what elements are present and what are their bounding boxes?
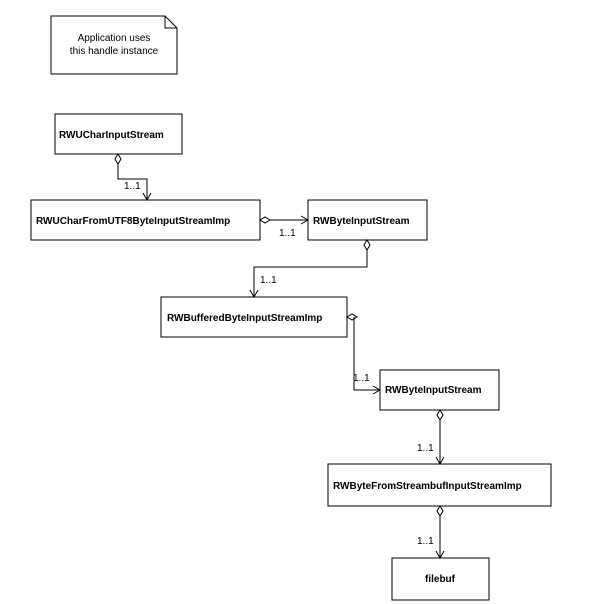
- multiplicity-4: 1..1: [353, 373, 370, 384]
- note-line-2: this handle instance: [70, 46, 159, 57]
- arrowhead-2: [300, 215, 310, 225]
- aggregation-edge-1: 1..1: [114, 153, 152, 202]
- aggregation-diamond-6: [436, 505, 444, 517]
- class-rwbyte-input-stream-2-label: RWByteInputStream: [385, 385, 482, 396]
- arrowhead-6: [435, 550, 445, 560]
- multiplicity-2: 1..1: [279, 228, 296, 239]
- note-shape: [50, 15, 178, 75]
- arrowhead-1: [142, 192, 152, 202]
- aggregation-edge-2: 1..1: [259, 215, 310, 239]
- multiplicity-6: 1..1: [417, 536, 434, 547]
- multiplicity-1: 1..1: [124, 181, 141, 192]
- arrowhead-5: [435, 456, 445, 466]
- class-rwbyte-input-stream-1-label: RWByteInputStream: [313, 216, 410, 227]
- arrowhead-4: [372, 385, 382, 395]
- aggregation-diamond-5: [436, 409, 444, 421]
- multiplicity-5: 1..1: [417, 443, 434, 454]
- class-rwbyte-input-stream-2[interactable]: RWByteInputStream: [379, 369, 500, 411]
- class-rwuchar-from-utf8[interactable]: RWUCharFromUTF8ByteInputStreamImp: [30, 199, 261, 241]
- note-line-1: Application uses: [78, 33, 151, 44]
- aggregation-diamond-4: [346, 313, 358, 321]
- class-rwbyte-input-stream-1[interactable]: RWByteInputStream: [307, 199, 428, 241]
- class-rwuchar-input-stream[interactable]: RWUCharInputStream: [54, 113, 183, 155]
- note-fold: [164, 16, 177, 29]
- aggregation-diamond-1: [114, 153, 122, 165]
- aggregation-edge-6: 1..1: [417, 505, 445, 560]
- application-note: Application uses this handle instance: [50, 15, 178, 75]
- class-rwbyte-from-streambuf[interactable]: RWByteFromStreambufInputStreamImp: [327, 463, 552, 507]
- class-filebuf-label: filebuf: [425, 574, 456, 585]
- class-rwuchar-from-utf8-label: RWUCharFromUTF8ByteInputStreamImp: [36, 216, 230, 227]
- class-rwbuffered[interactable]: RWBufferedByteInputStreamImp: [160, 296, 348, 338]
- aggregation-edge-4: 1..1: [346, 313, 382, 395]
- aggregation-diamond-2: [259, 216, 271, 224]
- aggregation-edge-3: 1..1: [249, 239, 371, 299]
- class-rwuchar-input-stream-label: RWUCharInputStream: [59, 130, 164, 141]
- aggregation-edge-5: 1..1: [417, 409, 445, 466]
- class-rwbyte-from-streambuf-label: RWByteFromStreambufInputStreamImp: [333, 481, 522, 492]
- arrowhead-3: [249, 289, 259, 299]
- aggregation-diamond-3: [363, 239, 371, 251]
- multiplicity-3: 1..1: [260, 275, 277, 286]
- class-filebuf[interactable]: filebuf: [391, 557, 490, 601]
- class-rwbuffered-label: RWBufferedByteInputStreamImp: [167, 313, 322, 324]
